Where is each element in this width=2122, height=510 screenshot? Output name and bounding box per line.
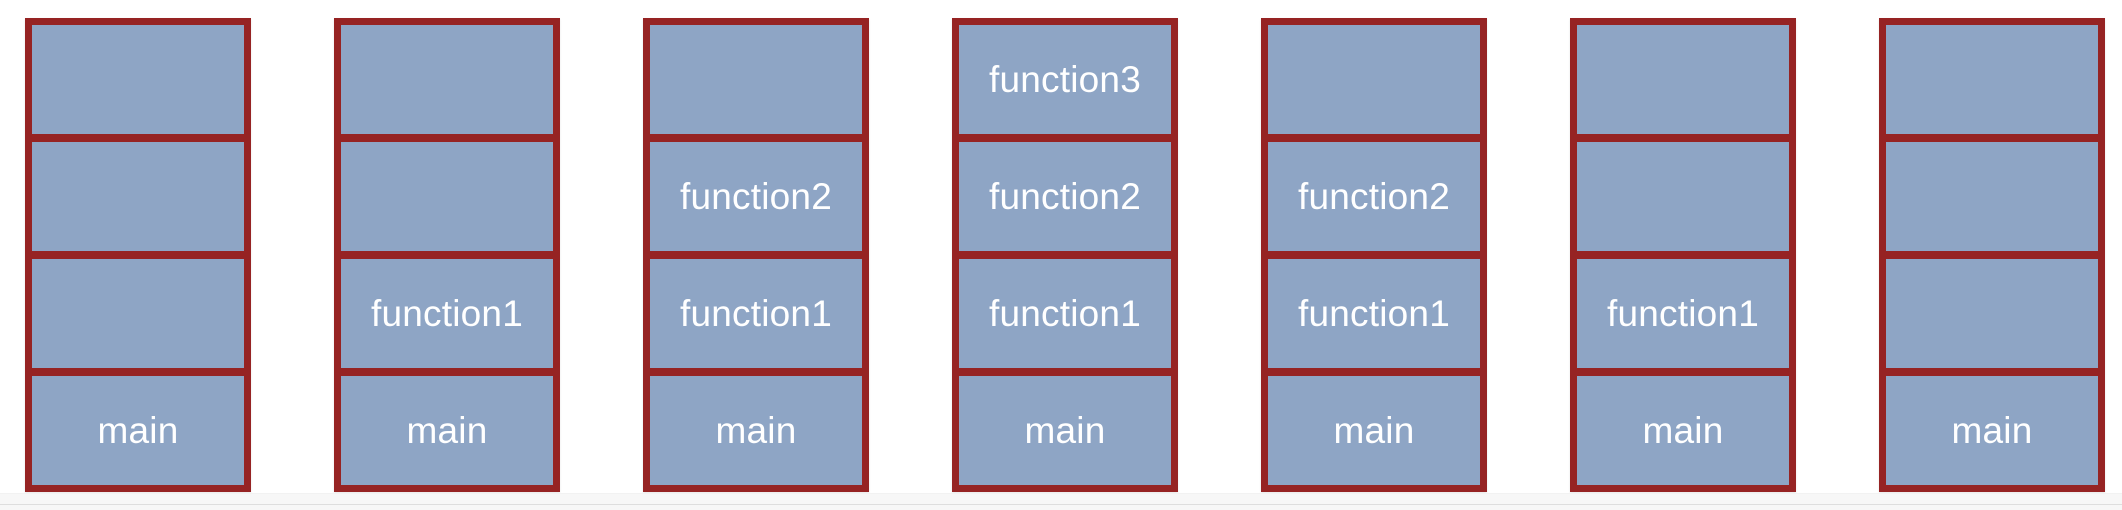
stack-4-frame-2[interactable]: function1: [959, 259, 1171, 376]
stack-4-frame-3[interactable]: function2: [959, 142, 1171, 259]
stack-3-frame-3-label: function2: [680, 176, 832, 217]
call-stack-row: main function1 main function2: [25, 18, 2105, 492]
stack-5-frame-1-label: main: [1333, 410, 1415, 451]
stack-5-frame-3[interactable]: function2: [1268, 142, 1480, 259]
stack-2-frame-1-label: main: [406, 410, 488, 451]
stack-6-frame-1-label: main: [1642, 410, 1724, 451]
stack-3-frame-3[interactable]: function2: [650, 142, 862, 259]
stack-4-frame-2-label: function1: [989, 293, 1141, 334]
call-stack-1[interactable]: main: [25, 18, 251, 492]
stack-5-frame-3-label: function2: [1298, 176, 1450, 217]
stack-1-frame-4[interactable]: [32, 25, 244, 142]
stack-4-frame-1-label: main: [1024, 410, 1106, 451]
stack-4-frame-4-label: function3: [989, 59, 1141, 100]
stack-1-frame-1[interactable]: main: [32, 376, 244, 485]
stack-7-frame-3[interactable]: [1886, 142, 2098, 259]
call-stack-2[interactable]: function1 main: [334, 18, 560, 492]
stack-2-frame-3[interactable]: [341, 142, 553, 259]
stack-3-frame-1[interactable]: main: [650, 376, 862, 485]
call-stack-5[interactable]: function2 function1 main: [1261, 18, 1487, 492]
stack-7-frame-2[interactable]: [1886, 259, 2098, 376]
stack-6-frame-2[interactable]: function1: [1577, 259, 1789, 376]
stack-2-frame-1[interactable]: main: [341, 376, 553, 485]
call-stack-7[interactable]: main: [1879, 18, 2105, 492]
stack-7-frame-1-label: main: [1951, 410, 2033, 451]
stack-6-frame-1[interactable]: main: [1577, 376, 1789, 485]
stack-5-frame-2[interactable]: function1: [1268, 259, 1480, 376]
stack-1-frame-1-label: main: [97, 410, 179, 451]
stack-4-frame-3-label: function2: [989, 176, 1141, 217]
stack-5-frame-4[interactable]: [1268, 25, 1480, 142]
stack-5-frame-1[interactable]: main: [1268, 376, 1480, 485]
stack-2-frame-2[interactable]: function1: [341, 259, 553, 376]
stack-3-frame-1-label: main: [715, 410, 797, 451]
stack-3-frame-2[interactable]: function1: [650, 259, 862, 376]
call-stack-6[interactable]: function1 main: [1570, 18, 1796, 492]
stack-4-frame-4[interactable]: function3: [959, 25, 1171, 142]
stack-2-frame-2-label: function1: [371, 293, 523, 334]
horizontal-scrollbar-track[interactable]: [0, 493, 2122, 510]
stack-1-frame-2[interactable]: [32, 259, 244, 376]
stack-4-frame-1[interactable]: main: [959, 376, 1171, 485]
stack-7-frame-1[interactable]: main: [1886, 376, 2098, 485]
stack-6-frame-2-label: function1: [1607, 293, 1759, 334]
call-stack-4[interactable]: function3 function2 function1 main: [952, 18, 1178, 492]
call-stack-3[interactable]: function2 function1 main: [643, 18, 869, 492]
stack-6-frame-3[interactable]: [1577, 142, 1789, 259]
stack-1-frame-3[interactable]: [32, 142, 244, 259]
stack-3-frame-4[interactable]: [650, 25, 862, 142]
stack-2-frame-4[interactable]: [341, 25, 553, 142]
stack-6-frame-4[interactable]: [1577, 25, 1789, 142]
stack-5-frame-2-label: function1: [1298, 293, 1450, 334]
bottom-divider: [0, 504, 2122, 505]
stack-3-frame-2-label: function1: [680, 293, 832, 334]
stack-7-frame-4[interactable]: [1886, 25, 2098, 142]
